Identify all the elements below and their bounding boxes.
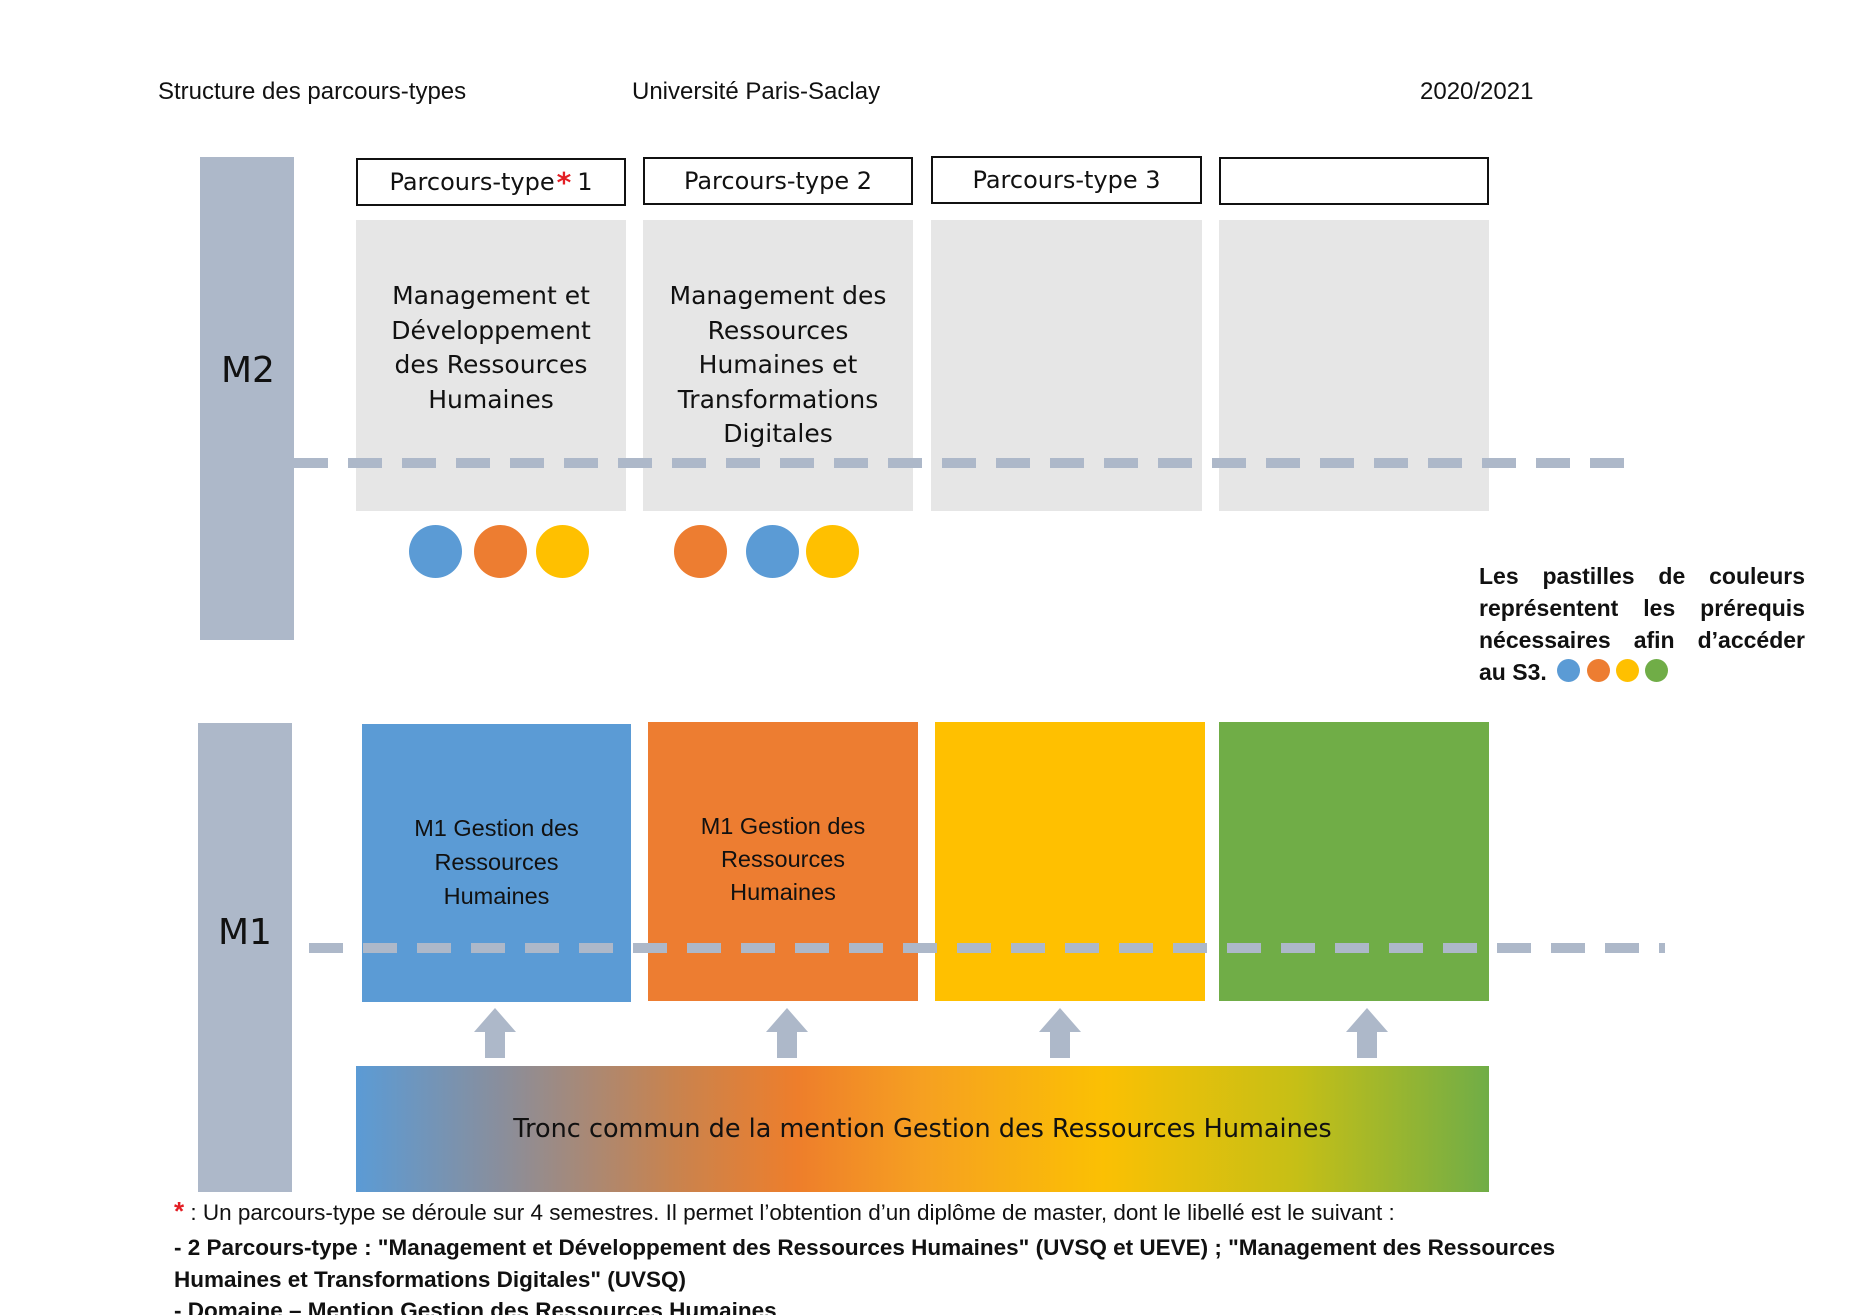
m1-orange-box: M1 Gestion des Ressources Humaines	[648, 722, 918, 1001]
m1-level-bar	[198, 723, 292, 1192]
m2-box-2-line-1: Management des	[669, 281, 887, 310]
up-arrow-icon	[1039, 1008, 1081, 1058]
legend-dots	[1557, 658, 1669, 690]
m2-box-2-line-5: Digitales	[723, 419, 833, 448]
up-arrow-icon	[474, 1008, 516, 1058]
m1-box-1-line-1: M1 Gestion des	[414, 815, 579, 841]
m1-blue-box: M1 Gestion des Ressources Humaines	[362, 724, 631, 1002]
m1-dashed-line	[309, 943, 1665, 953]
footnote-line-2: Humaines et Transformations Digitales" (…	[174, 1267, 687, 1292]
tronc-commun-label: Tronc commun de la mention Gestion des R…	[513, 1114, 1332, 1144]
m2-parcours-2-box: Management des Ressources Humaines et Tr…	[643, 220, 913, 511]
prereq-dot-yellow	[536, 525, 589, 578]
m2-dashed-line	[294, 458, 1630, 468]
m2-box-1-line-4: Humaines	[428, 384, 554, 414]
parcours-type-3-label: Parcours-type 3	[972, 166, 1161, 194]
m1-box-1-line-2: Ressources	[434, 849, 559, 875]
m1-level-label: M1	[218, 912, 272, 953]
m1-box-2-line-2: Ressources	[720, 846, 846, 872]
asterisk-icon: *	[556, 165, 572, 199]
tronc-commun-bar: Tronc commun de la mention Gestion des R…	[356, 1066, 1489, 1192]
header-center: Université Paris-Saclay	[632, 78, 881, 105]
header-left: Structure des parcours-types	[158, 78, 467, 105]
prereq-dot-yellow	[806, 525, 859, 578]
prereq-dot-blue	[409, 525, 462, 578]
legend-dot-green	[1645, 659, 1669, 682]
legend-dot-blue	[1557, 659, 1581, 682]
parcours-type-1-prefix: Parcours-type	[389, 168, 555, 196]
legend-note-text: Les pastilles de couleurs représentent l…	[1479, 563, 1805, 685]
footnote-line-star: * : Un parcours-type se déroule sur 4 se…	[174, 1195, 1395, 1229]
m2-box-1-line-2: Développement	[391, 315, 591, 345]
legend-note: Les pastilles de couleurs représentent l…	[1479, 560, 1805, 690]
up-arrow-icon	[766, 1008, 808, 1058]
m2-parcours-1-box: Management et Développement des Ressourc…	[356, 220, 626, 511]
m1-box-2-line-3: Humaines	[730, 879, 836, 905]
footnote-line-1: - 2 Parcours-type : "Management et Dével…	[174, 1235, 1556, 1260]
legend-dot-yellow	[1615, 659, 1639, 682]
prereq-dot-blue	[746, 525, 799, 578]
m1-yellow-box	[935, 722, 1205, 1001]
m2-box-1-line-3: des Ressources	[394, 350, 588, 379]
parcours-type-2-header: Parcours-type 2	[643, 157, 913, 205]
footnote-asterisk-icon: *	[174, 1196, 185, 1226]
m1-blue-box-text: M1 Gestion des Ressources Humaines	[362, 724, 631, 913]
m2-box-1-line-1: Management et	[392, 281, 590, 310]
m2-level-label: M2	[221, 350, 275, 391]
m2-box-2-line-3: Humaines et	[698, 350, 858, 379]
parcours-type-2-label: Parcours-type 2	[683, 167, 873, 195]
prereq-dot-orange	[674, 525, 727, 578]
m2-level-bar	[200, 157, 294, 640]
m1-green-box	[1219, 722, 1489, 1001]
parcours-type-4-header	[1219, 157, 1489, 205]
parcours-type-1-number: 1	[577, 168, 593, 196]
parcours-type-3-header: Parcours-type 3	[931, 156, 1202, 204]
parcours-type-1-header: Parcours-type*1	[356, 158, 626, 206]
up-arrow-icon	[1346, 1008, 1388, 1058]
header-right: 2020/2021	[1420, 78, 1534, 105]
legend-dot-orange	[1586, 659, 1610, 682]
m2-box-2-line-2: Ressources	[707, 315, 849, 345]
footnote-text: : Un parcours-type se déroule sur 4 seme…	[184, 1200, 1395, 1225]
m1-orange-box-text: M1 Gestion des Ressources Humaines	[648, 722, 918, 909]
m2-box-2-line-4: Transformations	[677, 384, 879, 414]
prereq-dot-orange	[474, 525, 527, 578]
m1-box-1-line-3: Humaines	[443, 883, 550, 909]
m1-box-2-line-1: M1 Gestion des	[700, 813, 866, 839]
footnote-line-3: - Domaine – Mention Gestion des Ressourc…	[174, 1298, 777, 1315]
